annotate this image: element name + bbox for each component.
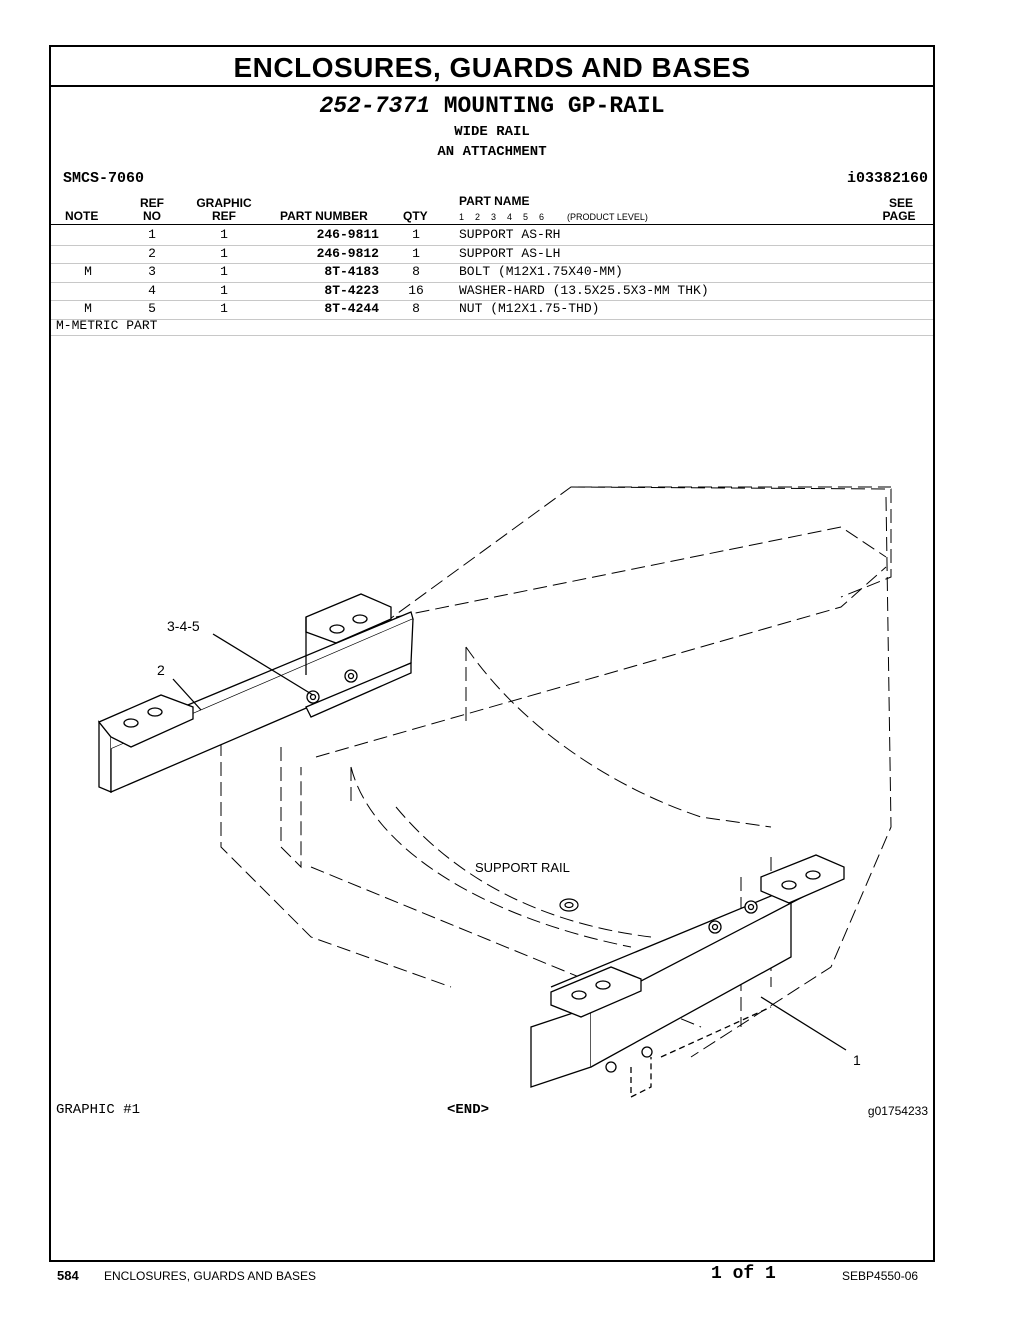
- cell-graphic: 1: [220, 282, 228, 298]
- cell-ref: 1: [148, 227, 156, 242]
- document-id: i03382160: [846, 170, 928, 187]
- cell-ref: 3: [148, 264, 156, 279]
- header-product-level: (PRODUCT LEVEL): [567, 212, 648, 222]
- header-graphic-bottom: REF: [212, 209, 236, 223]
- cell-name: BOLT (M12X1.75X40-MM): [459, 264, 623, 279]
- cell-qty: 1: [412, 227, 420, 242]
- row-rule: [51, 281, 933, 283]
- header-part-name: PART NAME: [459, 194, 530, 208]
- cell-ref: 4: [148, 282, 156, 298]
- cell-part-number: 8T-4183: [324, 264, 379, 279]
- header-ref-bottom: NO: [143, 209, 161, 223]
- callout-1: 1: [853, 1052, 861, 1068]
- row-rule: [51, 244, 933, 246]
- cell-part-number: 8T-4223: [324, 282, 379, 298]
- group-subtitle-2: AN ATTACHMENT: [437, 144, 547, 160]
- cell-name: NUT (M12X1.75-THD): [459, 301, 600, 316]
- end-marker: <END>: [447, 1102, 490, 1118]
- cell-graphic: 1: [220, 301, 228, 316]
- page-frame: ENCLOSURES, GUARDS AND BASES 252-7371 MO…: [49, 45, 935, 1262]
- page-number: 584: [57, 1268, 79, 1283]
- cell-graphic: 1: [220, 245, 228, 261]
- group-title: 252-7371 MOUNTING GP-RAIL: [51, 93, 933, 119]
- cell-name: WASHER-HARD (13.5X25.5X3-MM THK): [459, 282, 709, 298]
- cell-qty: 8: [412, 301, 420, 316]
- graphic-label: GRAPHIC #1: [56, 1102, 141, 1118]
- cell-qty: 1: [412, 245, 420, 261]
- cell-graphic: 1: [220, 227, 228, 242]
- page-footer: 584 ENCLOSURES, GUARDS AND BASES 1 of 1 …: [0, 1262, 1020, 1292]
- cell-note: M: [84, 301, 92, 316]
- parts-illustration: 3-4-5 2 1 SUPPORT RAIL: [97, 486, 892, 1099]
- footnote-metric: M-METRIC PART: [56, 318, 158, 333]
- cell-note: M: [84, 264, 92, 279]
- group-number: 252-7371: [319, 93, 430, 119]
- group-subtitle-1: WIDE RAIL: [454, 124, 530, 140]
- cell-qty: 16: [408, 282, 424, 298]
- cell-graphic: 1: [220, 264, 228, 279]
- group-name: MOUNTING GP-RAIL: [443, 93, 665, 119]
- page-of: 1 of 1: [711, 1264, 776, 1284]
- support-rail-label: SUPPORT RAIL: [475, 860, 570, 875]
- header-see-top: SEE: [888, 196, 913, 210]
- smcs-code: SMCS-7060: [63, 170, 145, 187]
- cell-part-number: 246-9811: [316, 227, 379, 242]
- header-levels: 1 2 3 4 5 6: [459, 212, 545, 222]
- header-rule: [51, 224, 933, 225]
- row-rule: [51, 300, 933, 301]
- callout-2: 2: [157, 662, 165, 678]
- graphic-id: g01754233: [867, 1104, 928, 1118]
- callout-3-4-5: 3-4-5: [167, 618, 200, 634]
- header-note: NOTE: [65, 209, 99, 223]
- header-graphic-top: GRAPHIC: [196, 196, 252, 210]
- row-rule: [51, 263, 933, 264]
- cell-qty: 8: [412, 264, 420, 279]
- publication-number: SEBP4550-06: [842, 1269, 919, 1283]
- row-rule: [51, 318, 933, 320]
- section-title: ENCLOSURES, GUARDS AND BASES: [51, 47, 933, 87]
- header-see-bottom: PAGE: [882, 209, 916, 223]
- cell-part-number: 246-9812: [316, 245, 379, 261]
- cell-part-number: 8T-4244: [324, 301, 379, 316]
- header-part-number: PART NUMBER: [280, 209, 368, 223]
- footnote-rule: [51, 335, 933, 336]
- cell-ref: 2: [148, 245, 156, 261]
- footer-section: ENCLOSURES, GUARDS AND BASES: [104, 1269, 317, 1283]
- cell-name: SUPPORT AS-LH: [459, 245, 561, 261]
- cell-name: SUPPORT AS-RH: [459, 227, 561, 242]
- header-qty: QTY: [403, 209, 428, 223]
- header-ref-top: REF: [140, 196, 164, 210]
- cell-ref: 5: [148, 301, 156, 316]
